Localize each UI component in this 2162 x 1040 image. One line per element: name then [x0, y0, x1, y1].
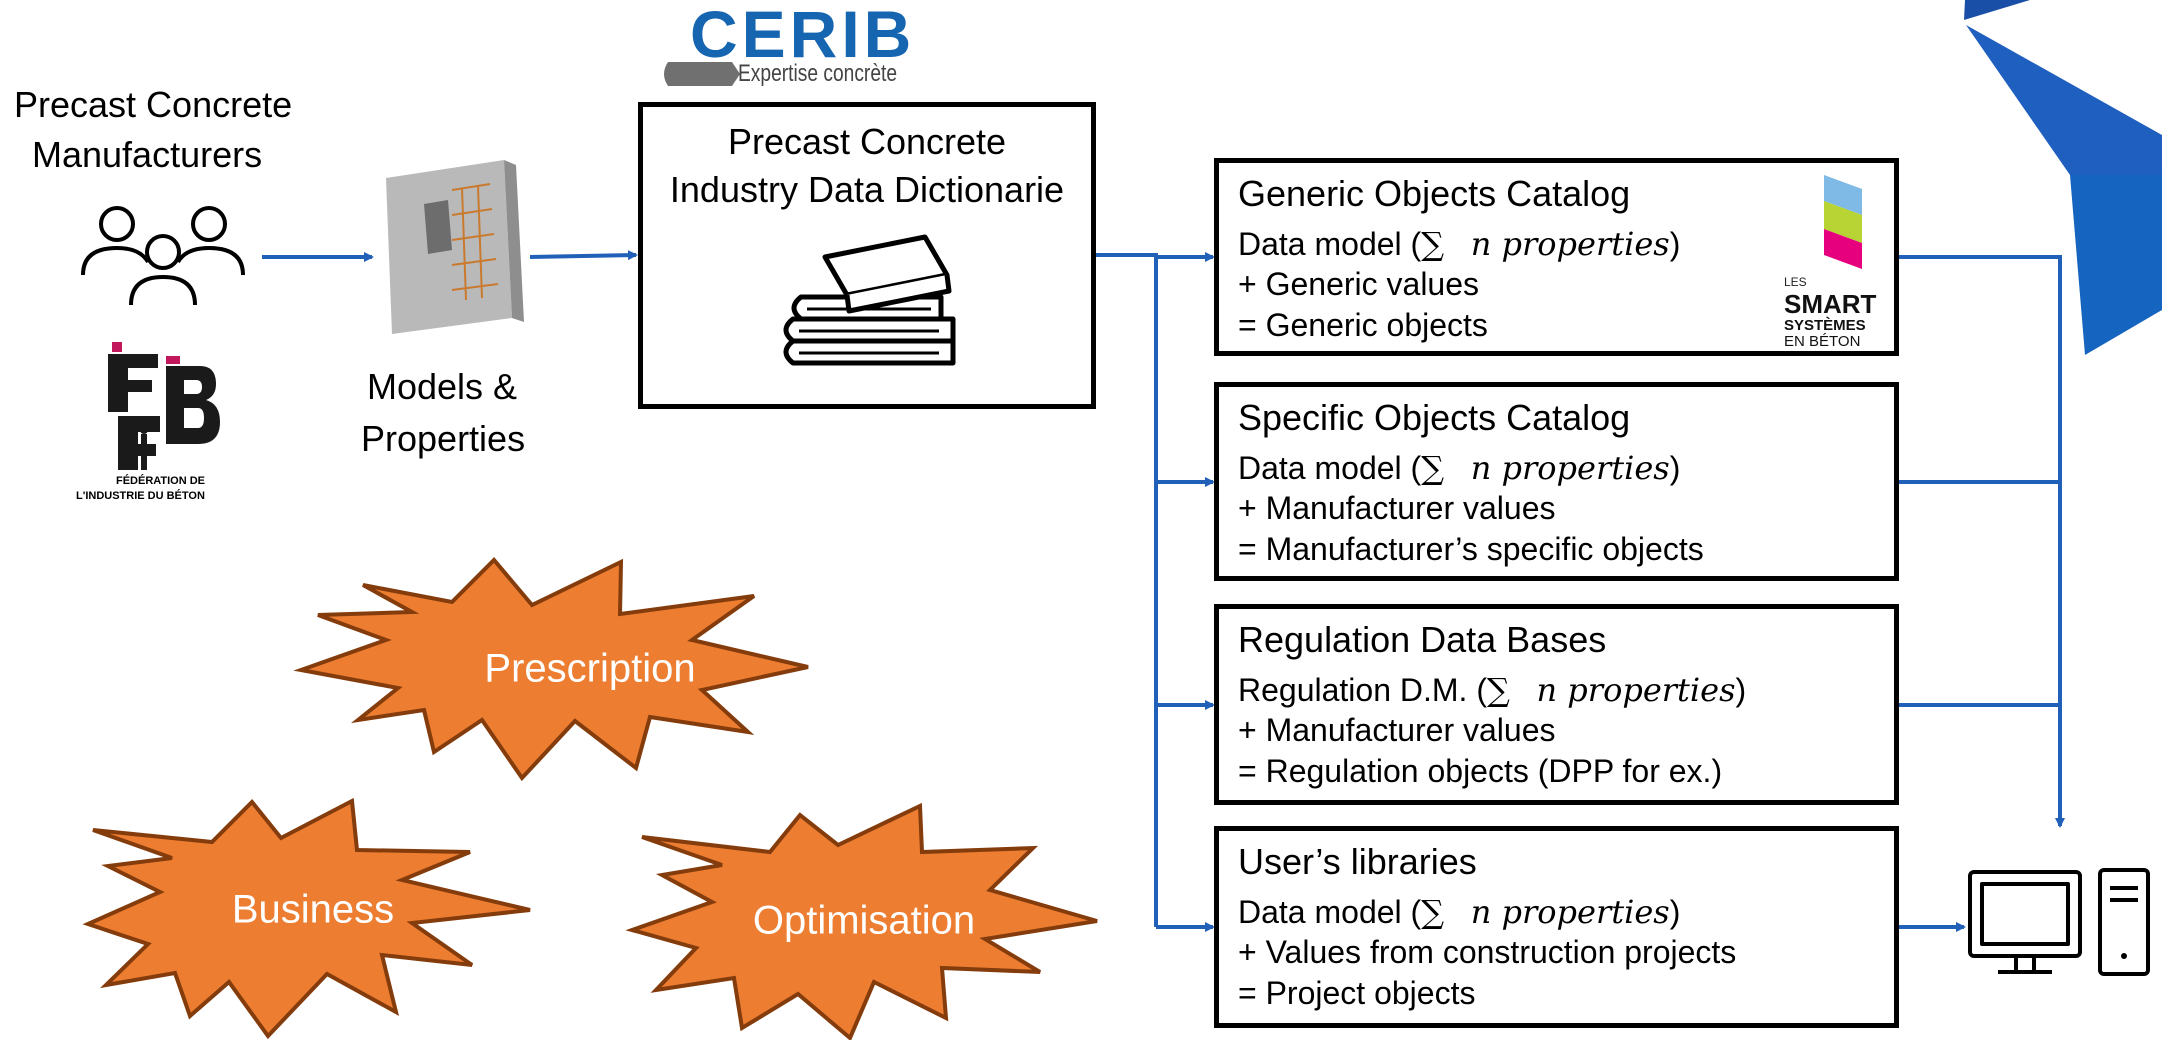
catalog-line3: = Project objects: [1238, 975, 1476, 1011]
optimisation-label: Optimisation: [752, 898, 976, 943]
fib-label-line2: L'INDUSTRIE DU BÉTON: [76, 490, 205, 502]
catalog-formula: Regulation D.M. (∑ n properties): [1238, 671, 1746, 709]
sigma-symbol: ∑: [1421, 449, 1445, 487]
formula-variable: n properties: [1470, 893, 1670, 931]
catalog-title: Specific Objects Catalog: [1238, 397, 1631, 438]
catalog-formula: Data model (∑ n properties): [1238, 449, 1680, 487]
business-label: Business: [231, 887, 395, 932]
users-libraries-box: User’s libraries Data model (∑ n propert…: [1214, 826, 1899, 1028]
generic-objects-catalog-box: Generic Objects Catalog Data model (∑ n …: [1214, 158, 1899, 356]
smart-ribbon-icon: [1824, 175, 1862, 269]
fib-label-line1: FÉDÉRATION DE: [116, 475, 206, 487]
catalog-line2: + Manufacturer values: [1238, 490, 1556, 526]
fib-logo: FÉDÉRATION DE L'INDUSTRIE DU BÉTON: [70, 332, 250, 512]
catalog-title: Regulation Data Bases: [1238, 619, 1607, 660]
cerib-brand: CERIB: [690, 0, 916, 71]
catalog-line3: = Generic objects: [1238, 307, 1488, 343]
catalog-line3: = Manufacturer’s specific objects: [1238, 531, 1704, 567]
smart-logo-small: LES: [1784, 275, 1807, 289]
formula-prefix: Data model (: [1238, 894, 1422, 930]
manufacturers-label-line2: Manufacturers: [32, 134, 263, 175]
regulation-data-bases-box: Regulation Data Bases Regulation D.M. (∑…: [1214, 604, 1899, 805]
smart-logo-big: SMART: [1784, 289, 1877, 319]
sigma-symbol: ∑: [1486, 671, 1510, 709]
arrow-generic-out: [1898, 255, 2065, 828]
dictionary-title-line2: Industry Data Dictionarie: [669, 169, 1065, 210]
catalog-line2: + Generic values: [1238, 266, 1480, 302]
formula-prefix: Regulation D.M. (: [1238, 672, 1487, 708]
cerib-tagline: Expertise concrète: [738, 60, 898, 87]
formula-suffix: ): [1735, 672, 1747, 708]
formula-variable: n properties: [1470, 449, 1670, 487]
catalog-formula: Data model (∑ n properties): [1238, 893, 1680, 931]
sigma-symbol: ∑: [1421, 893, 1445, 931]
formula-suffix: ): [1669, 226, 1681, 262]
catalog-title: User’s libraries: [1238, 841, 1477, 882]
catalog-line2: + Values from construction projects: [1238, 934, 1737, 970]
models-label-line1: Models &: [367, 366, 518, 407]
formula-prefix: Data model (: [1238, 226, 1422, 262]
catalog-formula: Data model (∑ n properties): [1238, 225, 1680, 263]
dictionary-title-line1: Precast Concrete: [727, 121, 1007, 162]
data-dictionary-box: Precast Concrete Industry Data Dictionar…: [638, 102, 1096, 409]
specific-objects-catalog-box: Specific Objects Catalog Data model (∑ n…: [1214, 382, 1899, 581]
arrow-models-to-dictionary: [529, 250, 638, 261]
books-icon: [783, 234, 956, 366]
cerib-swoosh-icon: [664, 62, 740, 86]
prescription-burst: [293, 557, 809, 782]
smart-logo-line3: EN BÉTON: [1784, 333, 1861, 350]
formula-suffix: ): [1669, 450, 1681, 486]
catalog-line2: + Manufacturer values: [1238, 712, 1556, 748]
catalog-title: Generic Objects Catalog: [1238, 173, 1631, 214]
smart-logo-line2: SYSTÈMES: [1784, 317, 1866, 334]
fib-emblem-icon: [108, 342, 220, 470]
prescription-label: Prescription: [484, 646, 696, 691]
models-label-line2: Properties: [361, 418, 526, 459]
business-burst: [82, 797, 531, 1040]
smart-systemes-logo: LES SMART SYSTÈMES EN BÉTON: [1772, 171, 1882, 350]
sigma-symbol: ∑: [1421, 225, 1445, 263]
formula-prefix: Data model (: [1238, 450, 1422, 486]
formula-variable: n properties: [1536, 671, 1736, 709]
manufacturers-label-line1: Precast Concrete: [14, 84, 293, 125]
formula-variable: n properties: [1470, 225, 1670, 263]
optimisation-burst: [625, 802, 1098, 1040]
catalog-line3: = Regulation objects (DPP for ex.): [1238, 753, 1723, 789]
cerib-logo: CERIB Expertise concrète: [650, 0, 920, 90]
formula-suffix: ): [1669, 894, 1681, 930]
